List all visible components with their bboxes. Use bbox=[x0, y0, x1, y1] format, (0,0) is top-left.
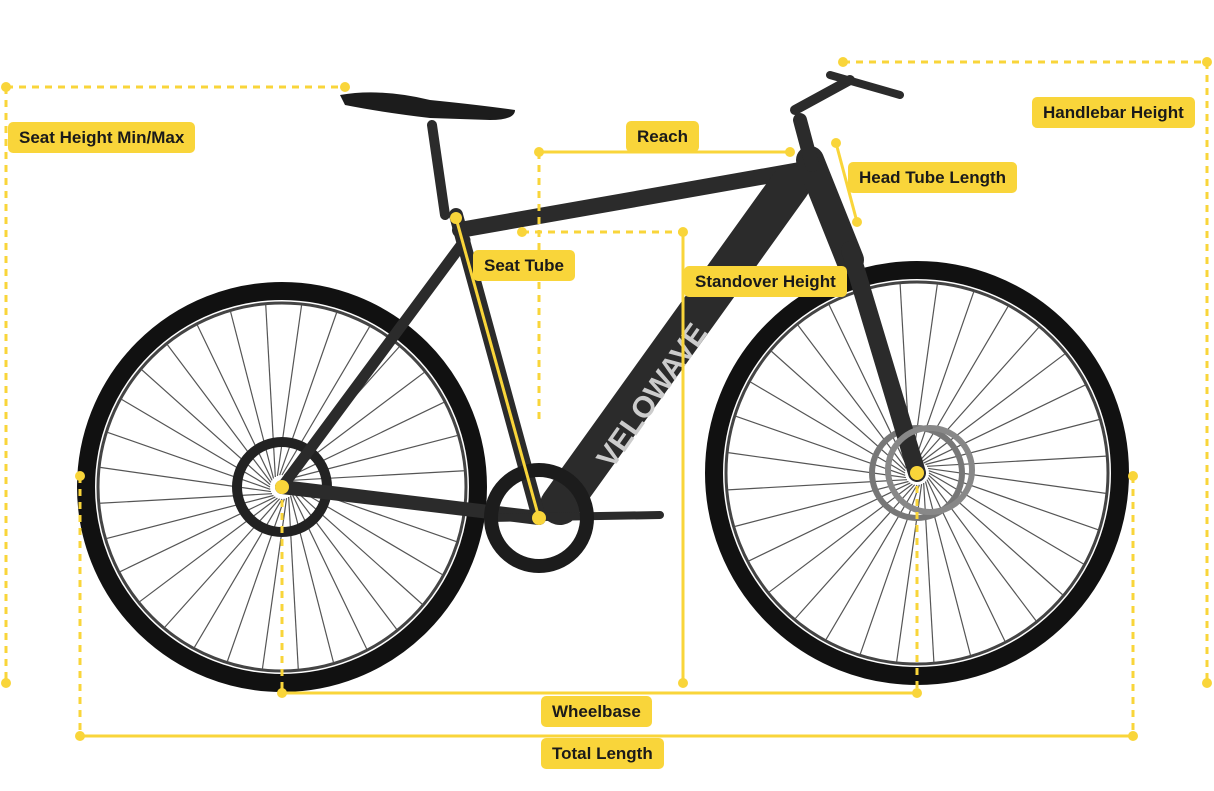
spoke bbox=[139, 497, 278, 603]
spoke bbox=[927, 477, 1037, 622]
spoke bbox=[166, 344, 272, 483]
logo: VELOWAVE bbox=[591, 318, 714, 474]
spoke bbox=[928, 474, 1064, 596]
spoke bbox=[735, 415, 906, 476]
spoke bbox=[768, 483, 913, 593]
spoke bbox=[121, 398, 271, 488]
front-wheel bbox=[705, 261, 1129, 685]
spoke bbox=[797, 324, 907, 469]
spoke bbox=[794, 484, 916, 620]
spoke bbox=[292, 491, 398, 630]
spoke bbox=[748, 482, 911, 562]
spoke bbox=[749, 381, 906, 474]
spoke bbox=[196, 324, 273, 481]
standover-height-label: Standover Height bbox=[684, 266, 847, 297]
spoke bbox=[914, 291, 975, 462]
spoke bbox=[921, 353, 1066, 463]
head-tube-line bbox=[834, 142, 859, 223]
handlebar-height-label: Handlebar Height bbox=[1032, 97, 1195, 128]
head-tube-length-label: Head Tube Length bbox=[848, 162, 1018, 193]
spoke bbox=[926, 479, 1006, 642]
spoke bbox=[728, 452, 906, 479]
spoke bbox=[916, 305, 1009, 462]
spoke bbox=[193, 498, 283, 648]
spoke bbox=[925, 418, 1100, 466]
spoke bbox=[926, 455, 1107, 467]
spoke bbox=[928, 470, 1099, 531]
spoke bbox=[229, 311, 275, 479]
chainring bbox=[484, 463, 594, 573]
spoke bbox=[923, 384, 1086, 464]
spoke bbox=[859, 484, 920, 655]
spoke bbox=[141, 369, 271, 486]
spoke bbox=[770, 350, 906, 472]
spoke bbox=[99, 466, 271, 493]
seat-tube-label: Seat Tube bbox=[473, 250, 575, 281]
seat-tube-line bbox=[454, 217, 541, 519]
wheelbase-label: Wheelbase bbox=[541, 696, 652, 727]
measurement-lines bbox=[1, 57, 1212, 741]
spoke bbox=[727, 479, 908, 491]
saddle bbox=[340, 92, 515, 120]
spoke bbox=[293, 488, 423, 605]
spoke bbox=[226, 498, 285, 662]
spoke bbox=[288, 496, 299, 670]
spoke bbox=[289, 495, 335, 663]
spoke bbox=[291, 493, 368, 650]
spoke bbox=[107, 431, 271, 490]
total-length-label: Total Length bbox=[541, 738, 664, 769]
spoke bbox=[911, 284, 938, 462]
spoke bbox=[276, 304, 303, 476]
spoke bbox=[734, 480, 909, 528]
spoke bbox=[279, 312, 338, 476]
spoke bbox=[928, 467, 1106, 494]
spoke bbox=[918, 326, 1040, 462]
spoke bbox=[825, 484, 918, 641]
spoke bbox=[119, 496, 276, 573]
spoke bbox=[164, 498, 281, 628]
spoke bbox=[99, 493, 273, 504]
spoke bbox=[281, 326, 371, 476]
spoke bbox=[265, 304, 276, 478]
spoke bbox=[106, 494, 274, 540]
spoke bbox=[291, 470, 465, 481]
spoke bbox=[288, 401, 445, 478]
seat-height-label: Seat Height Min/Max bbox=[8, 122, 196, 153]
spoke bbox=[293, 486, 443, 576]
spoke bbox=[928, 472, 1085, 565]
spoke bbox=[290, 434, 458, 480]
spoke bbox=[828, 304, 908, 467]
reach-label: Reach bbox=[626, 121, 700, 152]
